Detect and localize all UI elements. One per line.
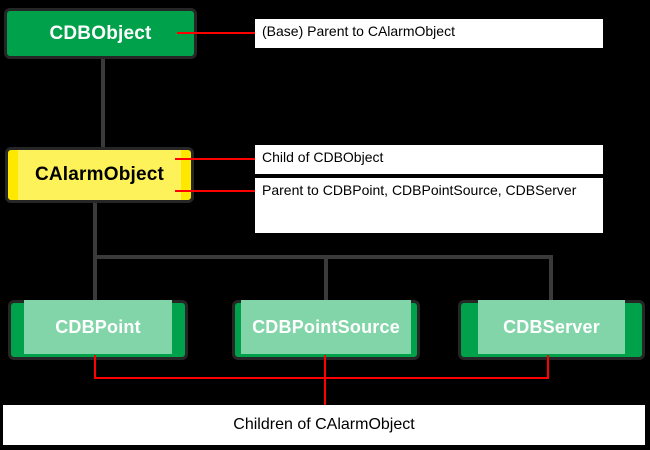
node-cdbserver-inner: CDBServer (478, 300, 625, 354)
node-cdbserver[interactable]: CDBServer (458, 300, 645, 360)
node-calarmobject-label: CAlarmObject (34, 164, 165, 185)
node-cdbpoint-label: CDBPoint (55, 316, 141, 337)
node-cdbpoint[interactable]: CDBPoint (8, 300, 188, 360)
callout-root-text: (Base) Parent to CAlarmObject (262, 23, 455, 39)
callout-middle-child: Child of CDBObject (255, 145, 603, 174)
annotation-line-root (177, 32, 257, 34)
callout-middle-parent-text: Parent to CDBPoint, CDBPointSource, CDBS… (262, 182, 577, 198)
node-cdbpoint-inner: CDBPoint (24, 300, 172, 354)
node-cdbserver-label: CDBServer (503, 316, 600, 337)
connector-drop-cdbpointsource (324, 255, 328, 301)
node-cdbobject-label: CDBObject (49, 22, 152, 44)
connector-middle-drop (93, 203, 97, 258)
node-cdbpointsource[interactable]: CDBPointSource (232, 300, 420, 360)
callout-middle-child-text: Child of CDBObject (262, 149, 384, 165)
connector-root-to-middle (101, 58, 105, 147)
annotation-line-middle-parent (175, 190, 257, 192)
annotation-bracket-middle-stem (324, 355, 326, 379)
node-cdbpointsource-inner: CDBPointSource (241, 300, 411, 354)
caption-children-text: Children of CAlarmObject (233, 416, 415, 433)
annotation-bracket-bar (94, 377, 549, 379)
callout-root: (Base) Parent to CAlarmObject (255, 19, 603, 48)
annotation-bracket-caption-stem (324, 377, 326, 407)
annotation-line-middle-child (175, 158, 257, 160)
caption-children: Children of CAlarmObject (3, 405, 645, 445)
node-cdbpointsource-label: CDBPointSource (252, 316, 400, 337)
callout-middle-parent: Parent to CDBPoint, CDBPointSource, CDBS… (255, 178, 603, 233)
connector-drop-cdbserver (549, 255, 553, 301)
connector-drop-cdbpoint (93, 255, 97, 301)
node-cdbobject[interactable]: CDBObject (4, 8, 197, 59)
node-calarmobject[interactable]: CAlarmObject (5, 147, 194, 203)
annotation-bracket-right-stem (547, 355, 549, 379)
annotation-bracket-left-stem (94, 355, 96, 379)
connector-children-bus (93, 255, 553, 259)
node-cdbobject-inner: CDBObject (7, 11, 194, 56)
node-calarmobject-inner: CAlarmObject (18, 150, 181, 200)
